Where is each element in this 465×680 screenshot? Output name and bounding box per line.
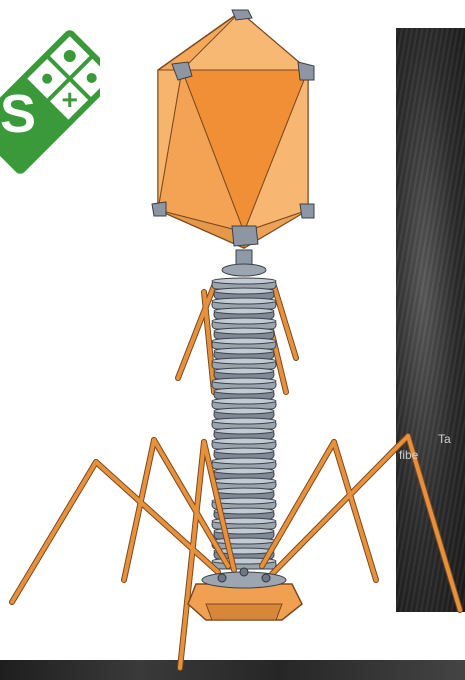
tail-sheath-ring-highlight [214,288,274,294]
tail-sheath-ring-highlight [212,418,276,424]
tail-sheath-ring-highlight [212,478,276,484]
tail-sheath-ring-highlight [214,308,274,314]
phage-baseplate [188,568,302,620]
tail-sheath-ring-highlight [214,388,274,394]
phage-head [152,10,314,248]
tail-sheath-ring-highlight [214,428,274,434]
tail-sheath-ring-highlight [212,538,276,544]
tail-sheath-ring-highlight [212,298,276,304]
tail-sheath-ring-highlight [212,278,276,284]
tail-sheath-ring-highlight [212,458,276,464]
tail-sheath-ring-highlight [212,378,276,384]
tail-sheath-ring-highlight [212,358,276,364]
tail-sheath-ring-highlight [214,328,274,334]
tail-sheath-ring-highlight [212,338,276,344]
tail-sheath-ring-highlight [214,368,274,374]
tail-sheath-ring-highlight [212,398,276,404]
tail-sheath-ring-highlight [214,448,274,454]
tail-sheath-ring-highlight [214,348,274,354]
tail-sheath-ring-highlight [214,488,274,494]
micrograph-label-fiber: fibe [399,448,418,462]
tail-sheath-ring-highlight [212,438,276,444]
tail-sheath-ring-highlight [212,498,276,504]
micrograph-label-tail: Ta [438,432,451,446]
tail-sheath-ring-highlight [214,468,274,474]
tail-sheath-ring-highlight [214,408,274,414]
tail-sheath-ring-highlight [212,318,276,324]
